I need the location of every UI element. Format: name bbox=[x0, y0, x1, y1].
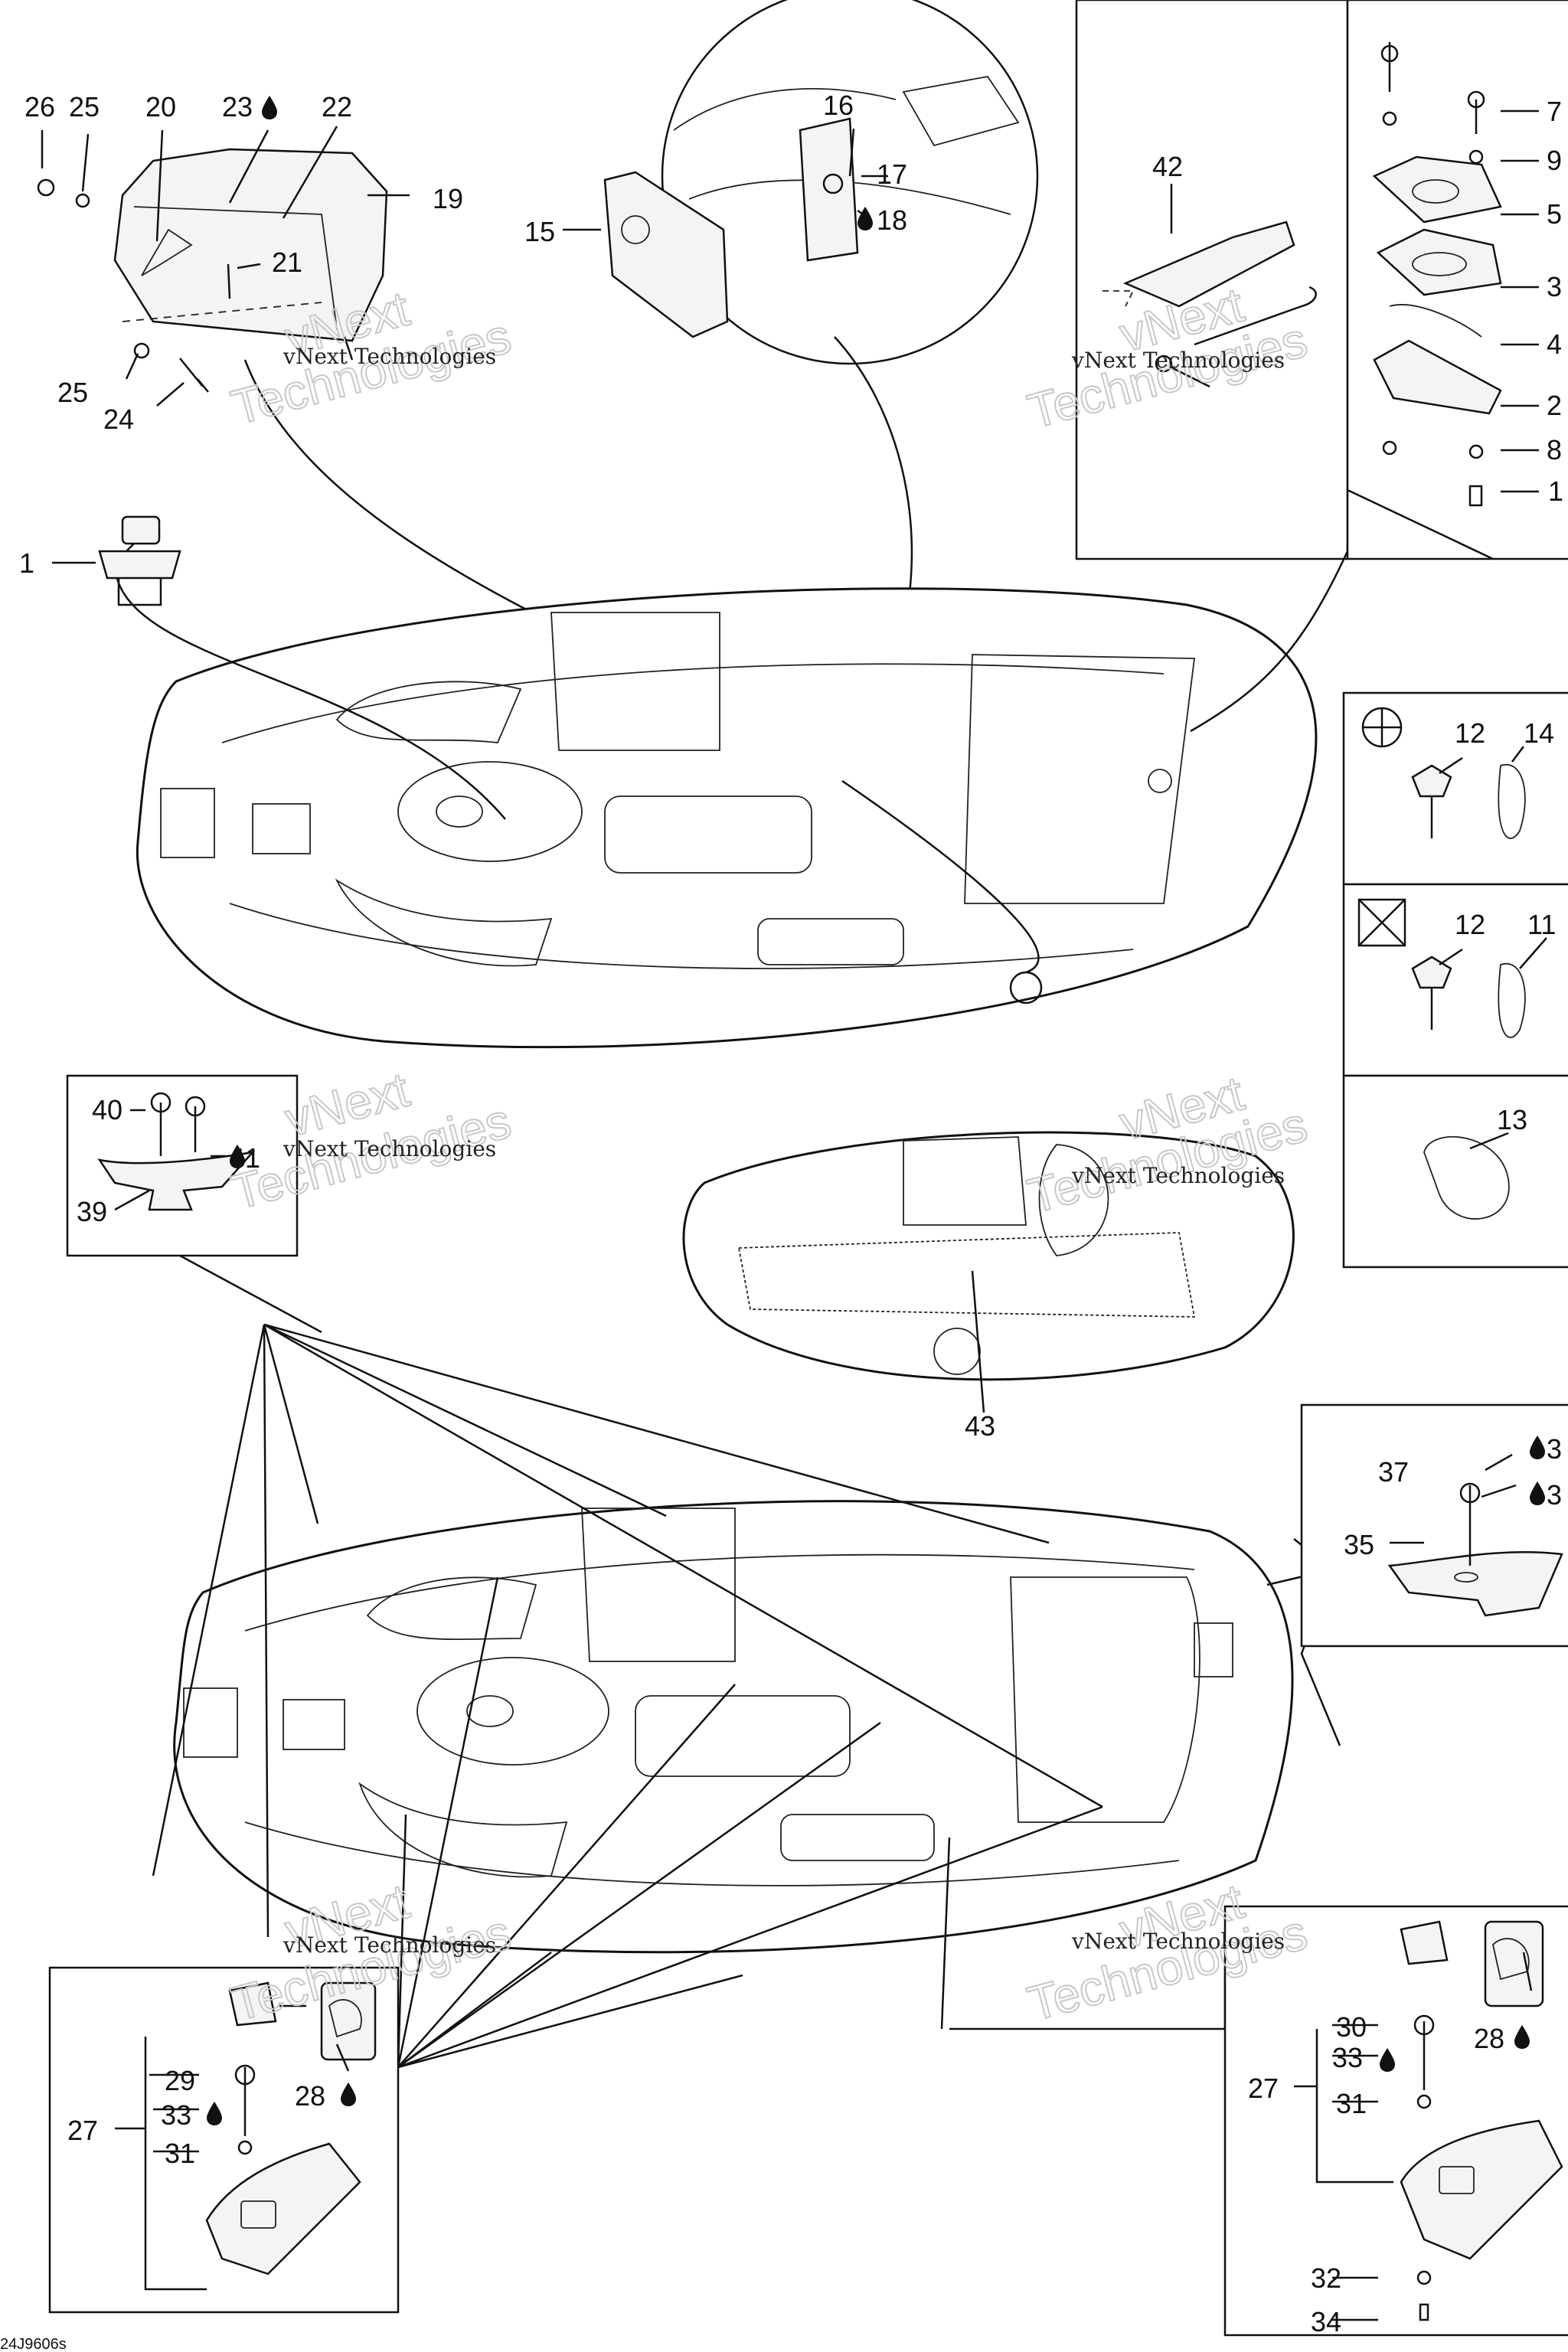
callout-label: 2 bbox=[1547, 390, 1562, 421]
mat-hull bbox=[682, 1131, 1295, 1413]
watermark-text: vNext Technologies bbox=[283, 344, 496, 369]
callout-label: 11 bbox=[1527, 909, 1556, 940]
callout-label: 3 bbox=[1547, 1433, 1562, 1465]
drop-icon bbox=[207, 2102, 222, 2125]
callout-label: 33 bbox=[1332, 2042, 1363, 2073]
hardware-panel-left bbox=[1075, 0, 1349, 560]
callout-label: 28 bbox=[295, 2080, 325, 2112]
callout-label: 3 bbox=[1547, 1479, 1562, 1511]
footer-code: 24J9606s bbox=[0, 2336, 67, 2352]
fastener-detail-right bbox=[1223, 1905, 1568, 2337]
callout-label: 23 bbox=[222, 91, 253, 122]
callout-label: 34 bbox=[1311, 2306, 1341, 2337]
callout-label: 26 bbox=[24, 91, 55, 122]
callout-label: 20 bbox=[145, 91, 176, 122]
callout-label: 25 bbox=[57, 377, 88, 408]
callout-label: 40 bbox=[92, 1094, 122, 1125]
callout-label: 28 bbox=[1474, 2023, 1504, 2054]
callout-label: 3 bbox=[1547, 271, 1562, 302]
callout-label: 9 bbox=[1547, 145, 1562, 176]
drop-icon bbox=[1530, 1481, 1545, 1505]
bottom-hull bbox=[152, 1323, 1341, 2069]
callout-label: 35 bbox=[1344, 1529, 1374, 1560]
callout-label: 12 bbox=[1455, 909, 1485, 940]
callout-label: 22 bbox=[322, 91, 352, 122]
callout-label: 27 bbox=[1248, 2073, 1279, 2104]
callout-label: 1 bbox=[1548, 475, 1563, 507]
callout-label: 12 bbox=[1455, 717, 1485, 749]
drop-icon bbox=[858, 207, 873, 230]
watermark-text: vNext Technologies bbox=[1071, 1929, 1285, 1954]
callout-label: 31 bbox=[1336, 2088, 1367, 2119]
drop-icon bbox=[1514, 2025, 1530, 2049]
callout-label: 42 bbox=[1152, 151, 1183, 182]
watermark-text: vNext Technologies bbox=[283, 1932, 496, 1958]
callout-label: 17 bbox=[877, 158, 907, 190]
callout-label: 43 bbox=[965, 1410, 995, 1442]
watermark-text: vNext Technologies bbox=[1071, 348, 1285, 373]
callout-label: 27 bbox=[67, 2115, 98, 2146]
drain-plug bbox=[52, 515, 181, 606]
callout-label: 18 bbox=[877, 204, 907, 236]
top-hull bbox=[113, 535, 1349, 1049]
hardware-panel-right bbox=[1346, 0, 1568, 560]
drop-icon bbox=[1530, 1436, 1545, 1459]
drop-icon bbox=[262, 96, 277, 119]
callout-label: 7 bbox=[1547, 96, 1562, 127]
callout-label: 1 bbox=[19, 547, 34, 579]
callout-label: 29 bbox=[165, 2065, 195, 2096]
callout-label: 8 bbox=[1547, 434, 1562, 466]
fastener-detail-left bbox=[48, 1966, 400, 2314]
callout-label: 15 bbox=[524, 216, 555, 247]
tie-wrap-panel bbox=[1342, 691, 1568, 1269]
callout-label: 31 bbox=[165, 2138, 195, 2169]
grab-handle-detail bbox=[1300, 1403, 1568, 1648]
callout-label: 19 bbox=[433, 183, 463, 214]
watermark-text: vNext Technologies bbox=[1071, 1163, 1285, 1188]
callout-label: 25 bbox=[69, 91, 100, 122]
callout-label: 16 bbox=[823, 90, 854, 121]
console-detail-circle bbox=[563, 0, 1039, 728]
sealant-drop-icons bbox=[207, 96, 1545, 2125]
callout-labels: 26 25 20 23 22 19 21 25 24 16 17 18 15 4… bbox=[19, 90, 1563, 2337]
drop-icon bbox=[230, 1145, 245, 1168]
callout-label: 5 bbox=[1547, 198, 1562, 230]
drop-icon bbox=[1380, 2048, 1395, 2072]
callout-label: 39 bbox=[77, 1196, 107, 1227]
drop-icon bbox=[341, 2082, 356, 2106]
callout-label: 14 bbox=[1524, 717, 1554, 749]
callout-label: 21 bbox=[272, 247, 302, 278]
callout-label: 33 bbox=[161, 2099, 191, 2131]
callout-label: 37 bbox=[1378, 1456, 1409, 1488]
callout-label: 32 bbox=[1311, 2262, 1341, 2294]
callout-label: 24 bbox=[103, 403, 134, 435]
cleat-detail bbox=[66, 1074, 322, 1334]
watermark-text: vNext Technologies bbox=[283, 1136, 496, 1161]
callout-label: 4 bbox=[1547, 328, 1562, 360]
callout-label: 30 bbox=[1336, 2011, 1367, 2043]
callout-label: 13 bbox=[1497, 1104, 1527, 1135]
